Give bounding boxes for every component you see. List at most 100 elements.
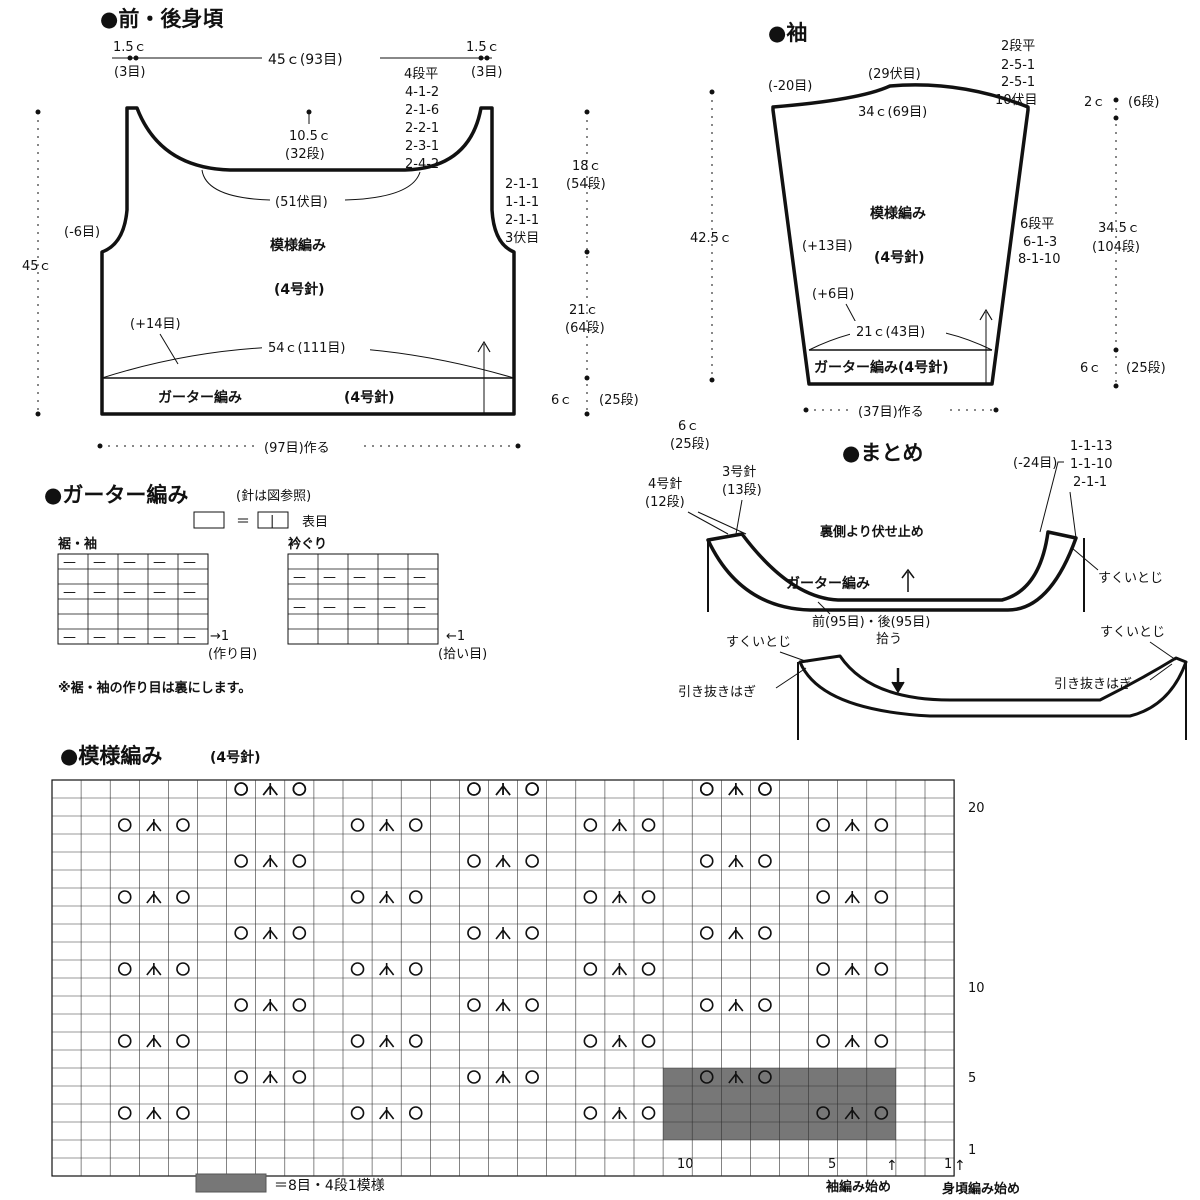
legend-knit-text: 表目 [302,515,328,530]
yarn-over-symbol [467,998,481,1012]
legend-knit-cell [257,511,289,529]
neck-grid: —————————— [287,553,439,645]
neck-depth-rows: (32段) [285,147,325,162]
yarn-over-symbol [874,1106,889,1120]
row-label-5: 5 [968,1071,976,1086]
pickup-verb: 拾う [876,632,902,647]
legend-knit-symbol: | [270,514,274,529]
neck-dec-4: 2-3-1 [405,139,439,154]
yarn-over-symbol [117,1106,132,1120]
pickup-count: 前(95目)・後(95目) [812,614,930,630]
yarn-over-symbol [408,962,423,976]
pattern-chart-title: ●模様編み [60,744,162,768]
sleeve-piece: ●袖 2段平 2-5-1 2-5-1 10伏目 (29伏目) (-20目) 34… [690,21,1166,420]
pattern-chart-needle: (4号針) [210,749,261,766]
yarn-over-symbol [874,818,889,832]
yarn-over-symbol [583,962,598,976]
neckband-shape [706,530,1078,612]
central-double-decrease-symbol [611,1107,628,1120]
sleeve-inc-lower: (+6目) [812,287,854,302]
band-rows: (25段) [670,437,710,452]
yarn-over-symbol [117,962,132,976]
sleeve-cap-dec-3: 10伏目 [995,93,1038,108]
finishing-title: ●まとめ [842,441,923,465]
yarn-over-symbol [176,890,190,904]
sleeve-start-marker: ↑ [886,1158,898,1174]
shoulder-dec-0: 1-1-13 [1070,439,1112,454]
yarn-over-symbol [408,890,423,904]
yarn-over-symbol [176,1106,190,1120]
yarn-over-symbol [758,998,772,1012]
yarn-over-symbol [816,1034,830,1048]
yarn-over-symbol [117,1034,132,1048]
garter-dash: — [123,555,136,570]
yarn-over-symbol [641,890,656,904]
sleeve-start-label: 袖編み始め [826,1179,891,1195]
yarn-over-symbol [641,818,656,832]
sleeve-total-length: 42.5ｃ [690,231,732,246]
shoulder-dec-count: (-24目) [1013,456,1057,471]
central-double-decrease-symbol [379,1107,395,1120]
garter-dash: — [93,585,106,600]
yarn-over-symbol [350,1034,365,1048]
garter-dash: — [123,630,136,645]
yarn-over-symbol [234,1070,248,1084]
body-needle-label: (4号針) [274,281,325,298]
central-double-decrease-symbol [379,891,395,904]
neck-bindoff: (51伏目) [275,195,328,210]
armhole-rows: (54段) [566,177,606,192]
yarn-over-symbol [583,890,598,904]
yarn-over-symbol [525,926,539,940]
sleeve-cap-bindoff: (29伏目) [868,67,921,82]
garter-dash: — [93,555,106,570]
body-outline [100,106,516,416]
garter-chart-title: ●ガーター編み [44,483,188,507]
sleeve-cap-rows: (6段) [1128,95,1159,110]
yarn-over-symbol [292,854,307,868]
garter-dash: — [153,585,166,600]
yarn-over-symbol [583,1034,598,1048]
hikinuki-right: 引き抜きはぎ [1054,676,1132,692]
sleeve-garter-rows: (25段) [1126,361,1166,376]
neck-dec-0: 4段平 [404,67,438,82]
central-double-decrease-symbol [728,999,744,1012]
garter-dash: — [183,585,196,600]
yarn-over-symbol [234,926,248,940]
yarn-over-symbol [350,962,365,976]
sleeve-side-inc-0: 6段平 [1020,217,1054,232]
finishing-assembly: ●まとめ 6ｃ (25段) 4号針 (12段) 3号針 (13段) (-24目)… [645,419,1188,740]
sleeve-cap-dec-2: 2-5-1 [1001,75,1035,90]
col-label-5: 5 [828,1157,836,1172]
neck-decrease-stack: 4段平 4-1-2 2-1-6 2-2-1 2-3-1 2-4-2 [404,67,439,172]
yarn-over-symbol [234,782,248,796]
central-double-decrease-symbol [844,963,860,976]
yarn-over-symbol [350,818,365,832]
yarn-over-symbol [758,1070,772,1084]
central-double-decrease-symbol [728,927,744,940]
sleeve-garter-label: ガーター編み(4号針) [814,359,949,376]
shoulder-dec-1: 1-1-10 [1070,457,1112,472]
col-label-1: 1 [944,1157,952,1172]
armhole-dec-0: 2-1-1 [505,177,539,192]
legend-equals: ＝ [236,514,250,530]
yarn-over-symbol [292,998,307,1012]
central-double-decrease-symbol [262,927,278,940]
sleeve-cap-dec-1: 2-5-1 [1001,58,1035,73]
sleeve-pattern-label: 模様編み [870,205,926,222]
yarn-over-symbol [874,962,889,976]
yarn-over-symbol [467,1070,481,1084]
yarn-over-symbol [176,818,190,832]
armhole-decrease-stack: 2-1-1 1-1-1 2-1-1 3伏目 [505,177,539,246]
central-double-decrease-symbol [495,999,511,1012]
garter-dash: — [93,630,106,645]
central-double-decrease-symbol [379,819,395,832]
yarn-over-symbol [699,1070,714,1084]
body-top-dimension: 1.5ｃ (3目) 1.5ｃ (3目) 45ｃ(93目) [112,40,502,80]
repeat-legend-text: ＝8目・4段1模様 [274,1178,385,1194]
garter-dash: — [293,570,306,585]
sleeve-side-increase-stack: 6段平 6-1-3 8-1-10 [1018,217,1060,267]
yarn-over-symbol [758,854,772,868]
central-double-decrease-symbol [728,783,744,796]
yarn-over-symbol [292,782,307,796]
